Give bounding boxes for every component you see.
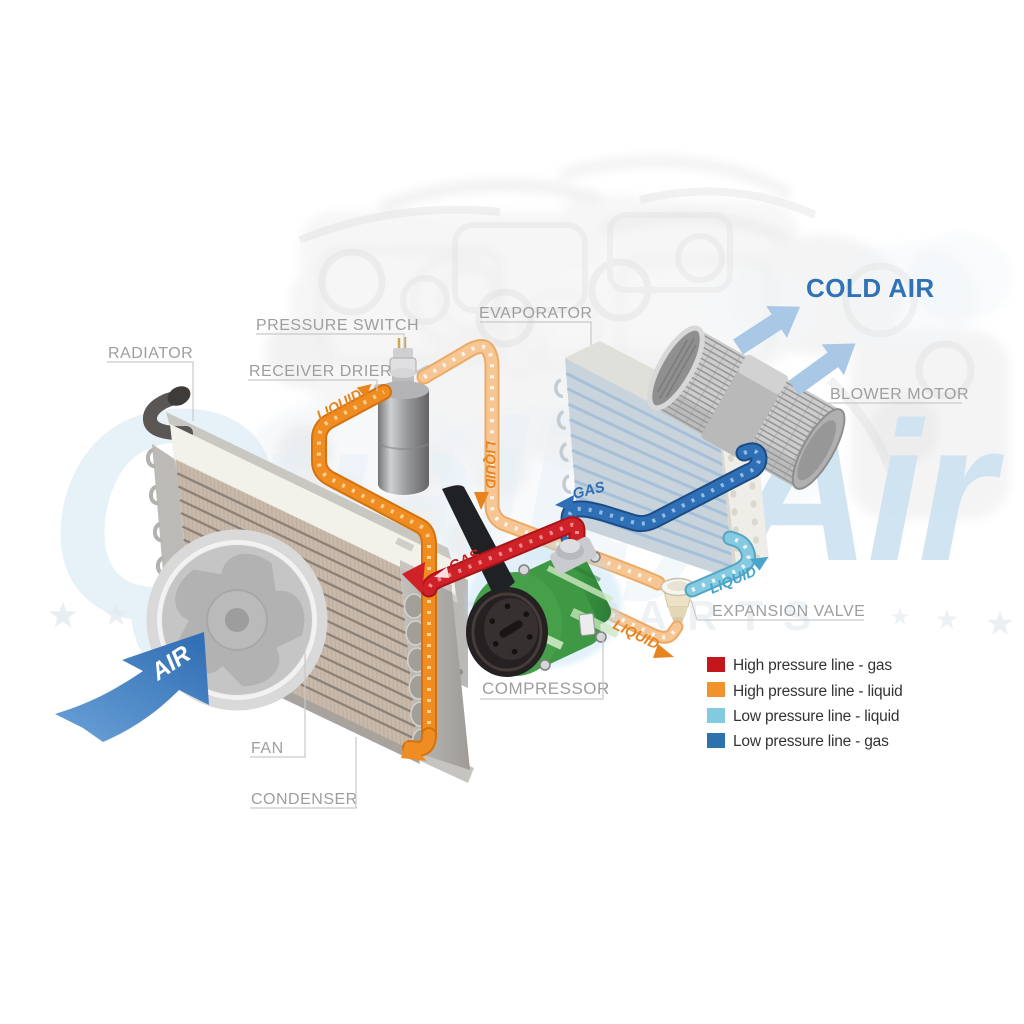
svg-text:CONDENSER: CONDENSER bbox=[251, 791, 358, 808]
svg-text:RADIATOR: RADIATOR bbox=[108, 345, 193, 362]
svg-text:FAN: FAN bbox=[251, 740, 284, 757]
svg-text:EXPANSION VALVE: EXPANSION VALVE bbox=[712, 603, 865, 620]
svg-text:High pressure line - gas: High pressure line - gas bbox=[733, 657, 892, 674]
svg-text:Low pressure line - liquid: Low pressure line - liquid bbox=[733, 708, 899, 725]
svg-text:PRESSURE SWITCH: PRESSURE SWITCH bbox=[256, 317, 419, 334]
svg-text:LIQUID: LIQUID bbox=[483, 441, 499, 488]
svg-text:COMPRESSOR: COMPRESSOR bbox=[482, 679, 610, 698]
svg-text:BLOWER MOTOR: BLOWER MOTOR bbox=[830, 386, 969, 403]
svg-text:Low pressure line - gas: Low pressure line - gas bbox=[733, 733, 889, 750]
svg-text:EVAPORATOR: EVAPORATOR bbox=[479, 305, 592, 322]
svg-text:COLD AIR: COLD AIR bbox=[806, 273, 935, 303]
svg-text:High pressure line - liquid: High pressure line - liquid bbox=[733, 683, 903, 700]
svg-text:RECEIVER DRIER: RECEIVER DRIER bbox=[249, 363, 392, 380]
